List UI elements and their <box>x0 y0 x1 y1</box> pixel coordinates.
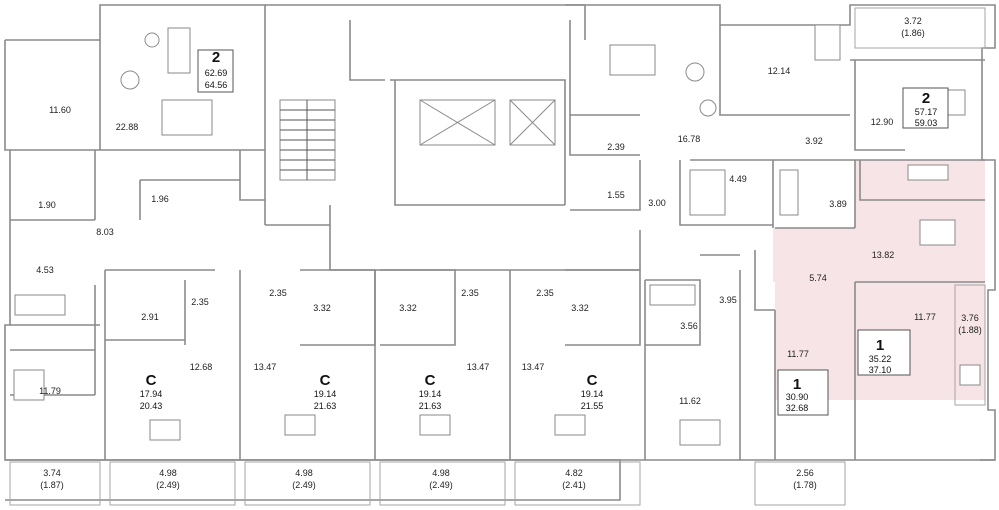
room-area: 16.78 <box>678 134 701 144</box>
balcony-area-reduced: (2.49) <box>156 480 180 490</box>
unit-labels: 2 62.69 64.56 2 57.17 59.03 C 17.94 20.4… <box>140 49 938 413</box>
room-area: 11.79 <box>39 386 61 396</box>
balcony-area: 2.56 <box>796 468 814 478</box>
balcony-area: 3.74 <box>43 468 61 478</box>
room-area: 12.90 <box>871 117 894 127</box>
unit-area-total: 20.43 <box>140 401 163 411</box>
unit-area-living: 57.17 <box>915 107 938 117</box>
balcony-area: 3.72 <box>904 16 922 26</box>
unit-type: 1 <box>793 376 801 393</box>
room-area: 2.35 <box>269 288 287 298</box>
room-area: 13.47 <box>522 362 545 372</box>
balcony-area-reduced: (2.49) <box>429 480 453 490</box>
room-area: 13.47 <box>467 362 490 372</box>
unit-area-total: 37.10 <box>869 365 892 375</box>
balcony-area-reduced: (2.49) <box>292 480 316 490</box>
unit-area-living: 30.90 <box>786 392 809 402</box>
unit-area-total: 59.03 <box>915 118 938 128</box>
room-area: 3.95 <box>719 295 737 305</box>
balcony-area-reduced: (1.78) <box>793 480 817 490</box>
room-area: 13.82 <box>872 250 895 260</box>
room-area: 3.32 <box>571 303 589 313</box>
balcony-area: 3.76 <box>961 313 979 323</box>
unit-area-living: 35.22 <box>869 354 892 364</box>
unit-area-total: 21.63 <box>419 401 442 411</box>
unit-type: C <box>587 372 598 389</box>
unit-area-total: 21.55 <box>581 401 604 411</box>
unit-area-living: 19.14 <box>314 389 337 399</box>
staircase <box>279 99 336 181</box>
room-area: 13.47 <box>254 362 277 372</box>
room-area: 11.77 <box>787 349 809 359</box>
room-area: 3.92 <box>805 136 823 146</box>
room-area: 2.91 <box>141 312 159 322</box>
unit-type: C <box>425 372 436 389</box>
unit-area-living: 19.14 <box>419 389 442 399</box>
balcony-area-reduced: (2.41) <box>562 480 586 490</box>
room-area: 11.77 <box>914 312 936 322</box>
room-area: 3.32 <box>399 303 417 313</box>
room-area: 1.96 <box>151 194 169 204</box>
balcony-labels: 3.74 (1.87) 4.98 (2.49) 4.98 (2.49) 4.98… <box>40 16 982 490</box>
room-area: 12.14 <box>768 66 791 76</box>
room-area: 2.35 <box>536 288 554 298</box>
unit-area-total: 21.63 <box>314 401 337 411</box>
unit-area-living: 62.69 <box>205 68 228 78</box>
unit-type: 1 <box>876 337 884 354</box>
balcony-area: 4.98 <box>159 468 177 478</box>
furniture <box>13 24 981 446</box>
unit-area-living: 17.94 <box>140 389 163 399</box>
unit-area-total: 32.68 <box>786 403 809 413</box>
room-area: 1.55 <box>607 190 625 200</box>
balcony-area: 4.98 <box>295 468 313 478</box>
room-area: 3.00 <box>648 198 666 208</box>
room-area: 5.74 <box>809 273 827 283</box>
room-area: 11.62 <box>679 396 701 406</box>
room-area: 22.88 <box>116 122 139 132</box>
room-area: 11.60 <box>49 105 71 115</box>
room-area: 1.90 <box>38 200 56 210</box>
room-area: 3.32 <box>313 303 331 313</box>
unit-type: 2 <box>922 90 930 107</box>
balcony-area-reduced: (1.86) <box>901 28 925 38</box>
balcony-area: 4.82 <box>565 468 583 478</box>
balcony-area-reduced: (1.87) <box>40 480 64 490</box>
unit-type: C <box>320 372 331 389</box>
balcony-area-reduced: (1.88) <box>958 325 982 335</box>
unit-type: 2 <box>212 49 220 66</box>
room-area: 2.35 <box>461 288 479 298</box>
unit-type: C <box>146 372 157 389</box>
room-area: 2.35 <box>191 297 209 307</box>
room-area: 3.56 <box>680 321 698 331</box>
unit-badges <box>197 49 949 416</box>
exterior-walls <box>4 4 996 501</box>
room-area: 2.39 <box>607 142 625 152</box>
unit-area-total: 64.56 <box>205 80 228 90</box>
elevator-shafts <box>419 99 556 146</box>
room-area: 3.89 <box>829 199 847 209</box>
room-area: 4.53 <box>36 265 54 275</box>
unit-area-living: 19.14 <box>581 389 604 399</box>
room-area: 4.49 <box>729 174 747 184</box>
room-labels: 11.60 22.88 1.90 1.96 8.03 4.53 11.79 2.… <box>36 66 936 406</box>
balcony-area: 4.98 <box>432 468 450 478</box>
room-area: 8.03 <box>96 227 114 237</box>
balconies-outline <box>9 7 986 506</box>
room-area: 12.68 <box>190 362 213 372</box>
